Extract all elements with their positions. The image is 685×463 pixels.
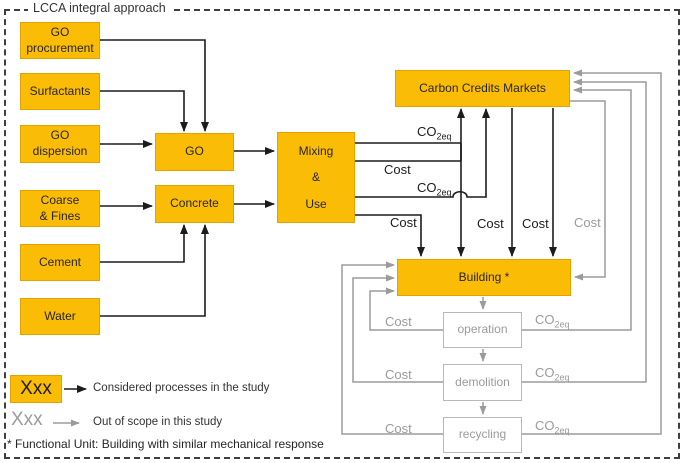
box-go: GO [155,133,234,171]
diagram-title: LCCA integral approach [28,1,171,15]
flow-label-co2eq-gray: CO2eq [535,365,570,383]
flow-surfactants-to-go [100,90,188,132]
box-go-procurement: GO procurement [20,22,100,59]
box-cement: Cement [20,244,100,281]
legend-considered-text: Considered processes in the study [93,382,270,394]
box-surfactants: Surfactants [20,73,100,110]
flow-label-co2eq: CO2eq [417,180,452,198]
flow-recycling-cost-to-building [341,261,443,435]
flow-demolition-co2-to-carbon-markets [522,78,647,383]
flow-label-co2eq: CO2eq [417,124,452,142]
legend-outscope-symbol: Xxx [11,409,43,430]
legend-outscope-text: Out of scope in this study [93,416,223,428]
flow-label-cost-gray: Cost [385,314,412,329]
box-operation: operation [443,312,522,348]
diagram-dashed-frame [4,9,680,459]
flow-mixing-co2-2-to-carbon-markets [355,108,490,198]
footnote-functional-unit: * Functional Unit: Building with similar… [7,437,324,451]
box-coarse-fines: Coarse & Fines [20,190,100,227]
box-concrete: Concrete [155,185,234,223]
flow-water-to-concrete [100,224,209,317]
flow-label-cost: Cost [390,215,417,230]
box-building: Building * [397,259,571,296]
flow-go-procurement-to-go [100,39,209,132]
flow-label-cost: Cost [477,216,504,231]
legend-considered-symbol: Xxx [10,375,62,403]
box-water: Water [20,298,100,335]
flow-label-co2eq-gray: CO2eq [535,418,570,436]
flow-label-cost: Cost [522,216,549,231]
box-carbon-credits-markets: Carbon Credits Markets [395,70,570,107]
box-recycling: recycling [443,417,522,453]
flow-operation-cost-to-building [369,287,443,331]
flow-carbon-markets-cost-to-building-gray [570,100,606,281]
flow-operation-co2-to-carbon-markets [522,86,632,331]
flow-recycling-co2-to-carbon-markets [522,69,662,435]
box-demolition: demolition [443,364,522,401]
flow-label-cost-gray: Cost [385,421,412,436]
flow-demolition-cost-to-building [352,274,443,383]
flow-label-cost: Cost [384,162,411,177]
flow-label-cost-gray: Cost [574,215,601,230]
box-go-dispersion: GO dispersion [20,125,100,163]
flow-label-co2eq-gray: CO2eq [535,312,570,330]
flow-cement-to-concrete [100,224,188,263]
flow-mixing-cost-2-to-building [355,214,425,257]
box-mixing-use: Mixing & Use [277,132,355,223]
flow-label-cost-gray: Cost [385,367,412,382]
